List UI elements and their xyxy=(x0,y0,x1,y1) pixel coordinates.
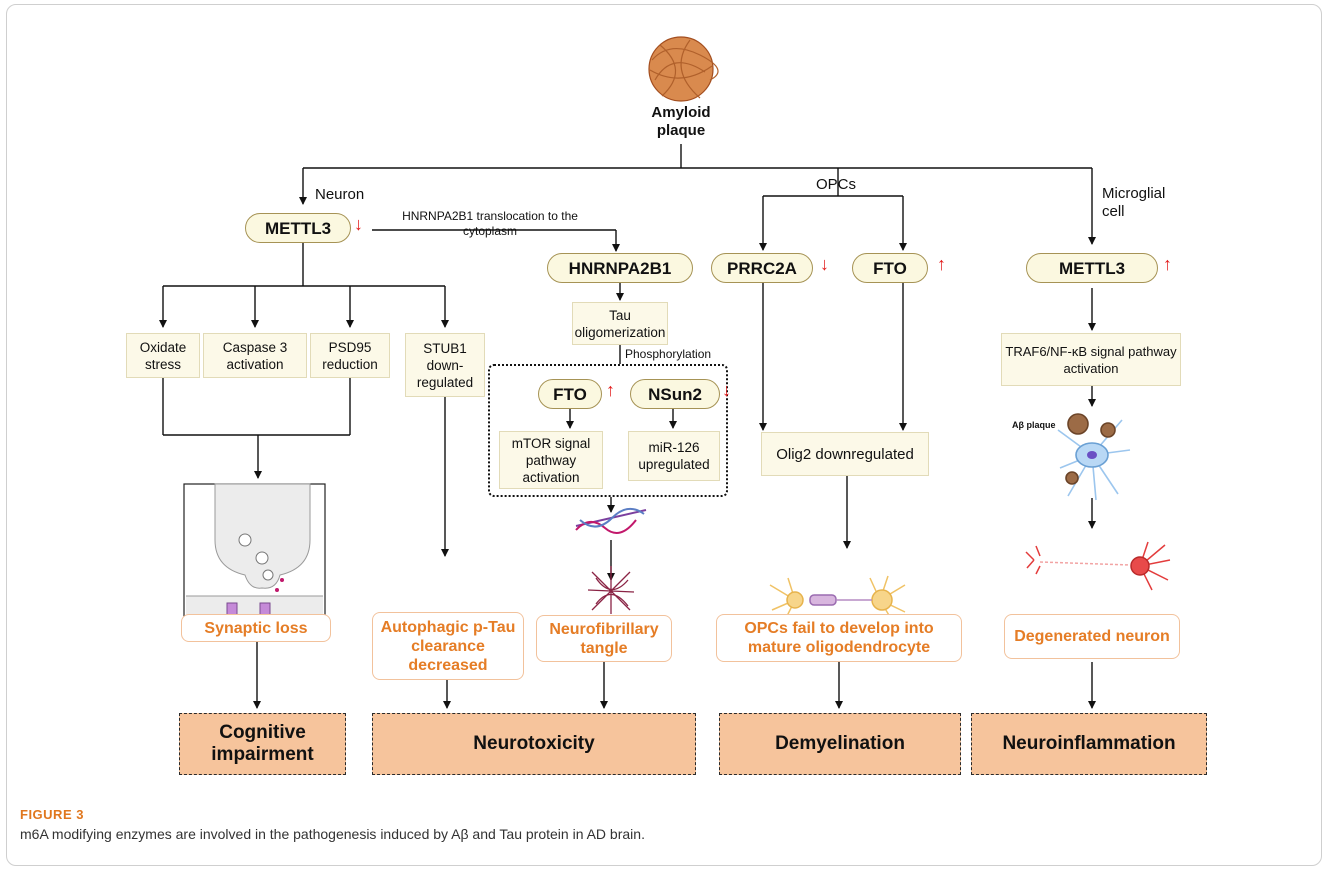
cognitive-impairment-box: Cognitive impairment xyxy=(179,713,346,775)
hnrnpa2b1-translocation-note: HNRNPA2B1 translocation to the cytoplasm xyxy=(402,209,578,238)
arrow-down-icon: ↓ xyxy=(722,380,731,400)
neurofibrillary-tangle-box: Neurofibrillary tangle xyxy=(536,615,672,662)
arrow-up-icon: ↑ xyxy=(1163,254,1172,274)
stub1-downregulated-box: STUB1 down-regulated xyxy=(405,333,485,397)
arrow-down-icon: ↓ xyxy=(354,214,363,234)
olig2-downregulated-box: Olig2 downregulated xyxy=(761,432,929,476)
arrow-up-icon: ↑ xyxy=(606,380,615,400)
fto-opc-node: FTO xyxy=(852,253,928,283)
diagram-canvas xyxy=(159,36,1171,709)
tau-pathway-group xyxy=(488,364,728,497)
traf6-nfkb-activation-box: TRAF6/NF-κB signal pathway activation xyxy=(1001,333,1181,386)
phosphorylation-label: Phosphorylation xyxy=(625,347,712,361)
oligodendrocyte-image xyxy=(769,575,906,623)
tau-fibril-image xyxy=(575,507,647,534)
oxidate-stress-box: Oxidate stress xyxy=(126,333,200,378)
amyloid-plaque-label: Amyloid plaque xyxy=(651,104,711,139)
neurofibrillary-tangle-image xyxy=(587,566,635,614)
mettl3-neuron-node: METTL3 xyxy=(245,213,351,243)
arrow-down-icon: ↓ xyxy=(820,254,829,274)
demyelination-box: Demyelination xyxy=(719,713,961,775)
branch-label-neuron: Neuron xyxy=(315,186,365,203)
mir126-upregulated-box: miR-126 upregulated xyxy=(628,431,720,481)
psd95-reduction-box: PSD95 reduction xyxy=(310,333,390,378)
microglia-image xyxy=(1057,413,1131,501)
figure-label: FIGURE 3 xyxy=(20,807,84,822)
fto-tau-node: FTO xyxy=(538,379,602,409)
synaptic-loss-box: Synaptic loss xyxy=(181,614,331,642)
branch-label-opcs: OPCs xyxy=(816,176,857,193)
tau-oligomerization-box: Tau oligomerization xyxy=(572,302,668,345)
arrow-up-icon: ↑ xyxy=(937,254,946,274)
neuroinflammation-box: Neuroinflammation xyxy=(971,713,1207,775)
figure-caption: m6A modifying enzymes are involved in th… xyxy=(20,826,645,842)
amyloid-plaque-image xyxy=(648,36,719,102)
figure-frame xyxy=(6,4,1322,866)
mtor-activation-box: mTOR signal pathway activation xyxy=(499,431,603,489)
prrc2a-node: PRRC2A xyxy=(711,253,813,283)
abeta-plaque-label: Aβ plaque xyxy=(1012,420,1056,430)
hnrnpa2b1-node: HNRNPA2B1 xyxy=(547,253,693,283)
degenerated-neuron-box: Degenerated neuron xyxy=(1004,614,1180,659)
opcs-fail-box: OPCs fail to develop into mature oligode… xyxy=(716,614,962,662)
degenerated-neuron-image xyxy=(1025,541,1171,591)
branch-label-microglia: Microglial cell xyxy=(1102,185,1166,220)
mettl3-microglia-node: METTL3 xyxy=(1026,253,1158,283)
caspase-3-activation-box: Caspase 3 activation xyxy=(203,333,307,378)
synapse-image xyxy=(183,483,326,618)
autophagic-ptau-clearance-box: Autophagic p-Tau clearance decreased xyxy=(372,612,524,680)
neurotoxicity-box: Neurotoxicity xyxy=(372,713,696,775)
nsun2-node: NSun2 xyxy=(630,379,720,409)
